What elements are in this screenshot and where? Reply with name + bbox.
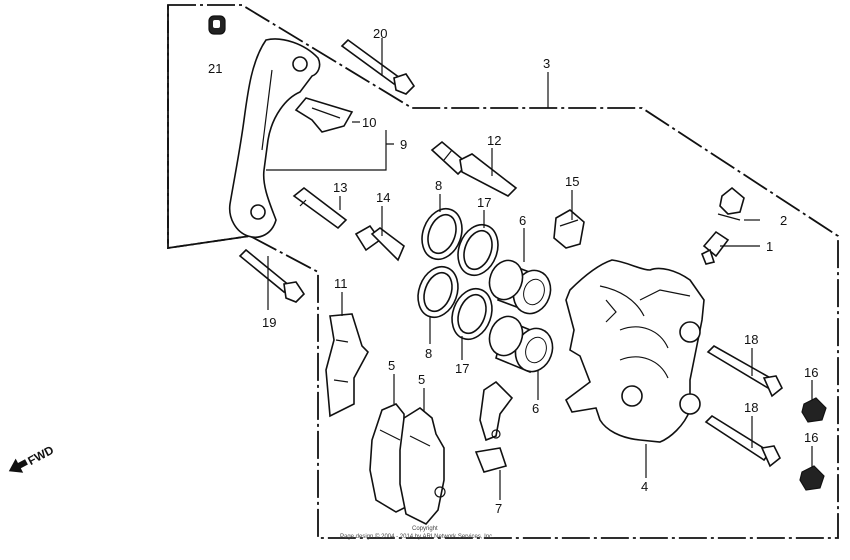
part-19-mounting-bolt[interactable] [238, 248, 306, 303]
label-part-2: 2 [780, 213, 787, 228]
part-7-pad-retainer[interactable] [474, 380, 514, 473]
label-part-3: 3 [543, 56, 550, 71]
copyright-line-2: Page design © 2004 - 2014 by ARI Network… [340, 533, 494, 540]
part-2-bleeder-cap[interactable] [717, 186, 745, 221]
part-21-boot[interactable] [208, 15, 226, 35]
part-11-pad-shim[interactable] [325, 313, 369, 418]
part-18-pad-pin-upper[interactable] [706, 345, 784, 398]
part-6-piston-lower[interactable] [484, 312, 558, 377]
part-16-pin-plug-upper[interactable] [801, 397, 827, 423]
label-part-16-lower: 16 [804, 430, 818, 445]
label-part-15: 15 [565, 174, 579, 189]
direction-label: FWD [25, 443, 56, 468]
label-part-11: 11 [334, 276, 348, 291]
part-17-dust-seal-upper[interactable] [451, 219, 504, 281]
part-8-piston-seal-upper[interactable] [415, 203, 468, 265]
label-part-19: 19 [262, 315, 276, 330]
label-part-16-upper: 16 [804, 365, 818, 380]
label-part-17-upper: 17 [477, 195, 491, 210]
part-14-bolt[interactable] [354, 224, 405, 262]
label-part-17-lower: 17 [455, 361, 469, 376]
part-12-slide-pin[interactable] [430, 140, 518, 197]
label-part-18-lower: 18 [744, 400, 758, 415]
label-part-18-upper: 18 [744, 332, 758, 347]
part-20-pin-bolt[interactable] [340, 38, 416, 95]
part-17-dust-seal-lower[interactable] [445, 283, 498, 345]
label-part-7: 7 [495, 501, 502, 516]
part-18-pad-pin-lower[interactable] [704, 414, 782, 468]
part-1-bleeder-valve[interactable] [700, 230, 730, 265]
part-16-pin-plug-lower[interactable] [799, 465, 825, 491]
part-10-pad-spring[interactable] [294, 97, 354, 133]
part-13-pin[interactable] [292, 186, 348, 230]
label-part-8-upper: 8 [435, 178, 442, 193]
label-part-8-lower: 8 [425, 346, 432, 361]
part-5-brake-pad-outer[interactable] [399, 407, 446, 525]
leader-lines [266, 38, 813, 500]
label-part-13: 13 [333, 180, 347, 195]
assembly-boundary-bracket [167, 5, 251, 250]
part-4-caliper-body[interactable] [564, 259, 705, 443]
label-part-1: 1 [766, 239, 773, 254]
label-part-6-upper: 6 [519, 213, 526, 228]
arrow-left-icon [8, 458, 28, 473]
label-part-10: 10 [362, 115, 376, 130]
label-part-9: 9 [400, 137, 407, 152]
label-part-21: 21 [208, 61, 222, 76]
label-part-12: 12 [487, 133, 501, 148]
label-part-5-outer: 5 [418, 372, 425, 387]
part-6-piston-upper[interactable] [484, 256, 556, 319]
label-part-4: 4 [641, 479, 648, 494]
label-part-5-inner: 5 [388, 358, 395, 373]
copyright-line-1: Copyright [412, 526, 438, 532]
part-8-piston-seal-lower[interactable] [411, 261, 464, 323]
label-part-20: 20 [373, 26, 387, 41]
forward-direction-indicator: FWD [8, 443, 56, 473]
part-15-pin-boot[interactable] [553, 209, 585, 249]
part-9-caliper-bracket[interactable] [228, 38, 321, 238]
label-part-14: 14 [376, 190, 390, 205]
label-part-6-lower: 6 [532, 401, 539, 416]
